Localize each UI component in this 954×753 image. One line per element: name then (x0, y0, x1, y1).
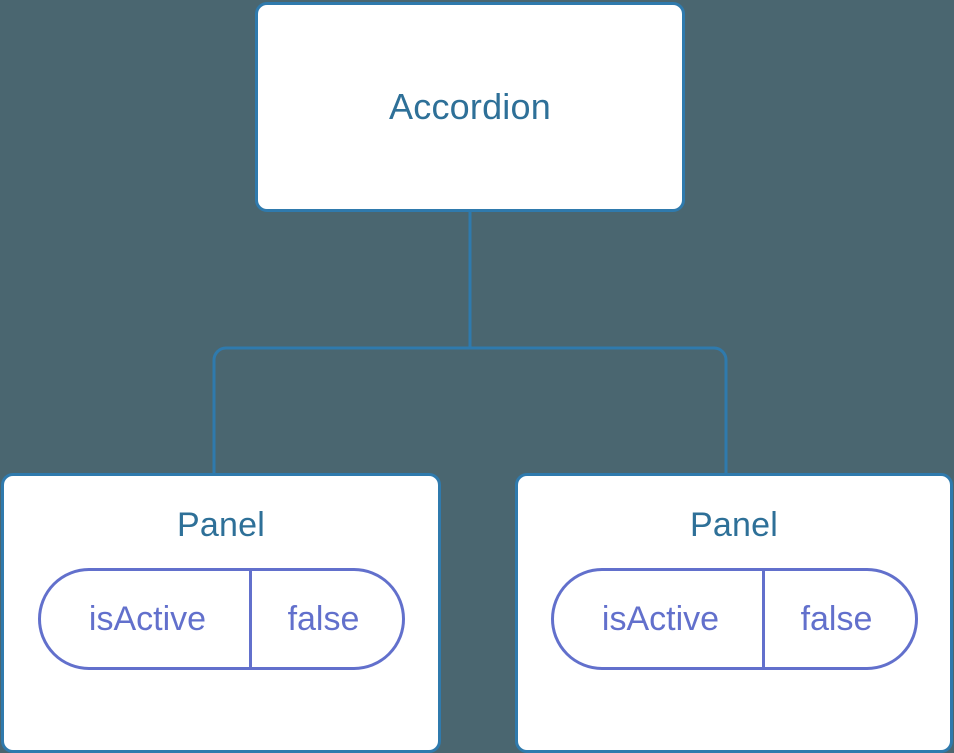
state-pill-panel-right[interactable]: isActive false (550, 568, 918, 670)
state-key-panel-right: isActive (554, 571, 765, 667)
state-value-panel-left: false (287, 600, 360, 638)
state-key-panel-left: isActive (41, 571, 252, 667)
state-pill-panel-left[interactable]: isActive false (37, 568, 405, 670)
node-accordion-label: Accordion (389, 86, 551, 127)
edge-to-panel-left (212, 346, 470, 473)
edge-to-panel-right (470, 346, 728, 473)
node-accordion[interactable]: Accordion (255, 2, 685, 212)
node-panel-left-label: Panel (177, 506, 265, 544)
node-panel-right[interactable]: Panel isActive false (515, 473, 953, 753)
connector-lines (212, 212, 728, 473)
node-panel-left[interactable]: Panel isActive false (1, 473, 441, 753)
state-value-panel-right: false (800, 600, 873, 638)
node-panel-right-label: Panel (690, 506, 778, 544)
